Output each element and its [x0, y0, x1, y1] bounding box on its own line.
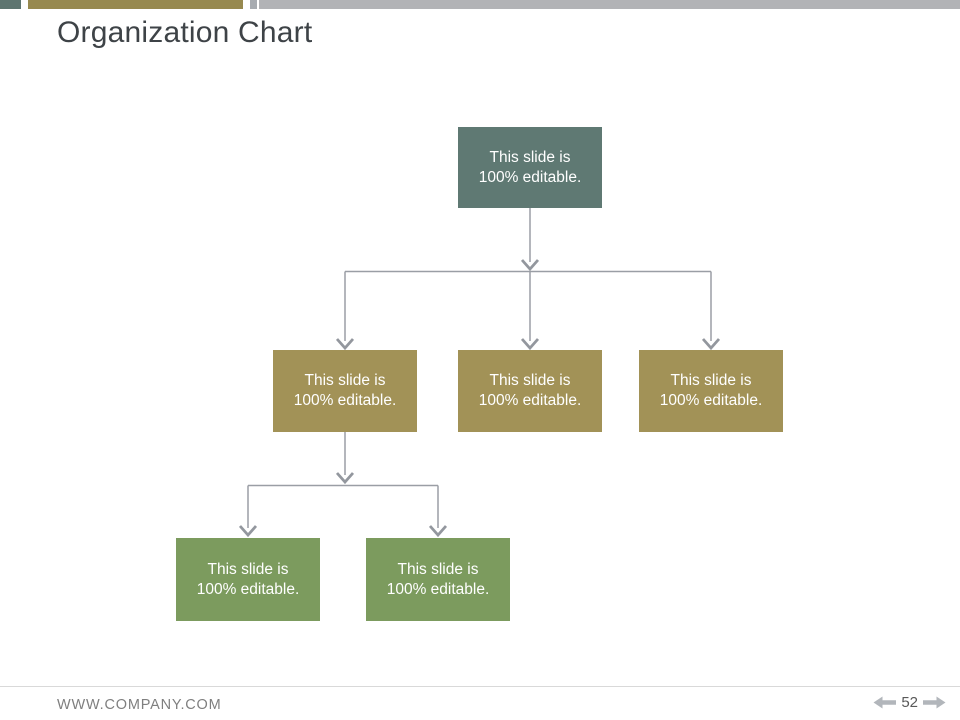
next-slide-icon[interactable] — [923, 696, 946, 709]
footer-divider — [0, 686, 960, 687]
org-node-leaf-2[interactable]: This slide is 100% editable. — [366, 538, 510, 621]
org-node-label: This slide is 100% editable. — [659, 372, 763, 409]
topbar-accent-teal — [0, 0, 21, 9]
org-node-branch-1[interactable]: This slide is 100% editable. — [273, 350, 417, 432]
topbar-accent-olive — [28, 0, 243, 9]
prev-slide-icon[interactable] — [873, 696, 897, 709]
org-node-label: This slide is 100% editable. — [386, 560, 490, 598]
org-node-leaf-1[interactable]: This slide is 100% editable. — [176, 538, 320, 621]
topbar-accent-gray — [259, 0, 960, 9]
org-node-label: This slide is 100% editable. — [293, 372, 397, 409]
org-node-branch-2[interactable]: This slide is 100% editable. — [458, 350, 602, 432]
page-number: 52 — [901, 694, 918, 711]
footer-website: WWW.COMPANY.COM — [57, 697, 222, 713]
org-node-label: This slide is 100% editable. — [478, 372, 582, 409]
org-node-label: This slide is 100% editable. — [478, 148, 582, 186]
org-node-label: This slide is 100% editable. — [196, 560, 300, 598]
org-node-root[interactable]: This slide is 100% editable. — [458, 127, 602, 208]
slide-pager: 52 — [873, 694, 946, 711]
org-node-branch-3[interactable]: This slide is 100% editable. — [639, 350, 783, 432]
topbar-accent-gray-small — [250, 0, 257, 9]
page-title: Organization Chart — [57, 16, 313, 49]
